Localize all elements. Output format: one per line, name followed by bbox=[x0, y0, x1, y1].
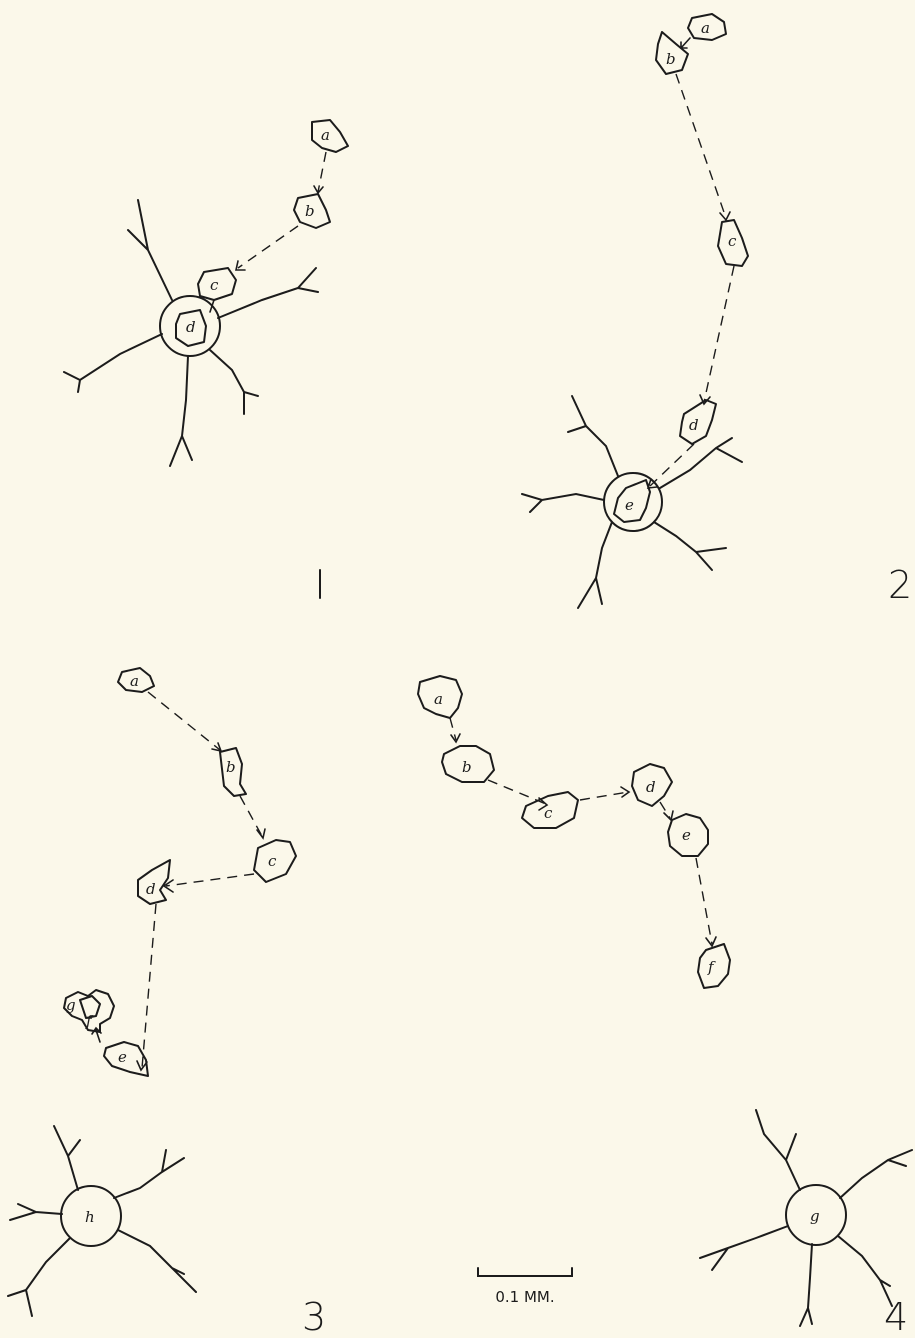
cell-3a: a bbox=[118, 668, 154, 692]
svg-text:e: e bbox=[625, 496, 634, 514]
svg-text:c: c bbox=[210, 276, 219, 294]
cell-1a: a bbox=[312, 120, 348, 152]
svg-text:b: b bbox=[305, 202, 315, 220]
svg-text:g: g bbox=[810, 1207, 820, 1225]
dendrite bbox=[578, 522, 612, 608]
cell-4f: f bbox=[698, 944, 730, 988]
migration-path-1b-c bbox=[238, 226, 298, 268]
figure-number-4: 4 bbox=[884, 1295, 908, 1338]
svg-text:b: b bbox=[226, 758, 236, 776]
svg-text:d: d bbox=[646, 778, 656, 796]
migration-path-3b-c bbox=[240, 796, 262, 836]
cell-4a: a bbox=[418, 676, 462, 718]
dendrite bbox=[840, 1150, 912, 1198]
migration-path-3a-b bbox=[148, 692, 220, 750]
arrow-head-4e bbox=[664, 811, 673, 820]
svg-text:d: d bbox=[146, 880, 156, 898]
arrow-head-4d bbox=[621, 787, 629, 797]
figure-2: a b c d e 2 bbox=[522, 14, 912, 608]
svg-text:f: f bbox=[707, 958, 716, 976]
svg-text:b: b bbox=[666, 50, 676, 68]
dendrite bbox=[654, 522, 726, 570]
dendrite bbox=[118, 1230, 196, 1292]
cell-4b: b bbox=[442, 746, 494, 782]
cell-3f-3g-cluster: g f bbox=[64, 990, 114, 1032]
figure-3: a b c d e g f bbox=[8, 668, 326, 1338]
cell-1b: b bbox=[294, 194, 330, 228]
neuron-1: d bbox=[64, 200, 318, 466]
cell-3b: b bbox=[220, 748, 246, 796]
migration-path-3d-e bbox=[142, 904, 156, 1068]
arrow-head-4f bbox=[706, 937, 716, 946]
migration-path-4e-f bbox=[696, 858, 712, 944]
svg-text:a: a bbox=[434, 690, 443, 708]
cell-1c: c bbox=[198, 268, 236, 300]
svg-text:a: a bbox=[321, 126, 330, 144]
migration-path-2b-c bbox=[676, 74, 726, 218]
scale-bar: 0.1 MM. bbox=[478, 1268, 572, 1306]
svg-text:d: d bbox=[689, 416, 699, 434]
figure-4: a b c d e f bbox=[418, 676, 912, 1338]
cell-2d: d bbox=[680, 400, 716, 444]
svg-text:c: c bbox=[544, 804, 553, 822]
dendrite bbox=[10, 1204, 62, 1220]
dendrite bbox=[128, 200, 172, 300]
dendrite bbox=[660, 438, 742, 488]
neuron-3h: h bbox=[8, 1126, 196, 1316]
dendrite bbox=[54, 1126, 80, 1190]
cell-2c: c bbox=[718, 220, 748, 266]
dendrite bbox=[8, 1238, 70, 1316]
svg-text:h: h bbox=[85, 1208, 95, 1226]
dendrite bbox=[170, 356, 192, 466]
svg-text:f: f bbox=[85, 1012, 94, 1030]
neuron-4g: g bbox=[700, 1110, 912, 1326]
dendrite bbox=[568, 396, 618, 476]
figure-number-3: 3 bbox=[302, 1295, 326, 1338]
dendrite bbox=[64, 334, 162, 392]
svg-text:c: c bbox=[728, 232, 737, 250]
cell-2b: b bbox=[656, 32, 688, 74]
scale-bar-label: 0.1 MM. bbox=[495, 1288, 554, 1306]
migration-path-4c-d bbox=[580, 792, 628, 800]
figure-number-2: 2 bbox=[888, 563, 912, 607]
svg-text:d: d bbox=[186, 318, 196, 336]
cell-3d: d bbox=[138, 860, 170, 904]
dendrite bbox=[756, 1110, 800, 1190]
dendrite bbox=[522, 494, 604, 512]
arrow-head-2c bbox=[720, 212, 730, 220]
cell-4e: e bbox=[668, 814, 708, 856]
svg-text:e: e bbox=[118, 1048, 127, 1066]
svg-text:a: a bbox=[130, 672, 139, 690]
dendrite bbox=[210, 350, 258, 414]
figure-1: a b c d bbox=[64, 120, 348, 598]
cell-2a: a bbox=[688, 14, 726, 40]
cell-3c: c bbox=[254, 840, 296, 882]
cell-4d: d bbox=[632, 764, 672, 806]
migration-path-4d-e bbox=[660, 802, 670, 818]
svg-text:b: b bbox=[462, 758, 472, 776]
svg-text:a: a bbox=[701, 19, 710, 37]
dendrite bbox=[800, 1244, 812, 1326]
cell-4c: c bbox=[522, 792, 578, 828]
migration-path-2c-d bbox=[704, 266, 734, 402]
migration-path-3c-d bbox=[166, 874, 254, 886]
migration-path-2a-b bbox=[681, 38, 690, 48]
svg-text:e: e bbox=[682, 826, 691, 844]
dendrite bbox=[114, 1150, 184, 1198]
svg-text:c: c bbox=[268, 852, 277, 870]
scale-bar-line bbox=[478, 1268, 572, 1276]
dendrite bbox=[700, 1226, 788, 1270]
svg-text:g: g bbox=[66, 996, 76, 1014]
migration-path-1a-b bbox=[318, 152, 326, 192]
cell-3e: e bbox=[104, 1042, 148, 1076]
